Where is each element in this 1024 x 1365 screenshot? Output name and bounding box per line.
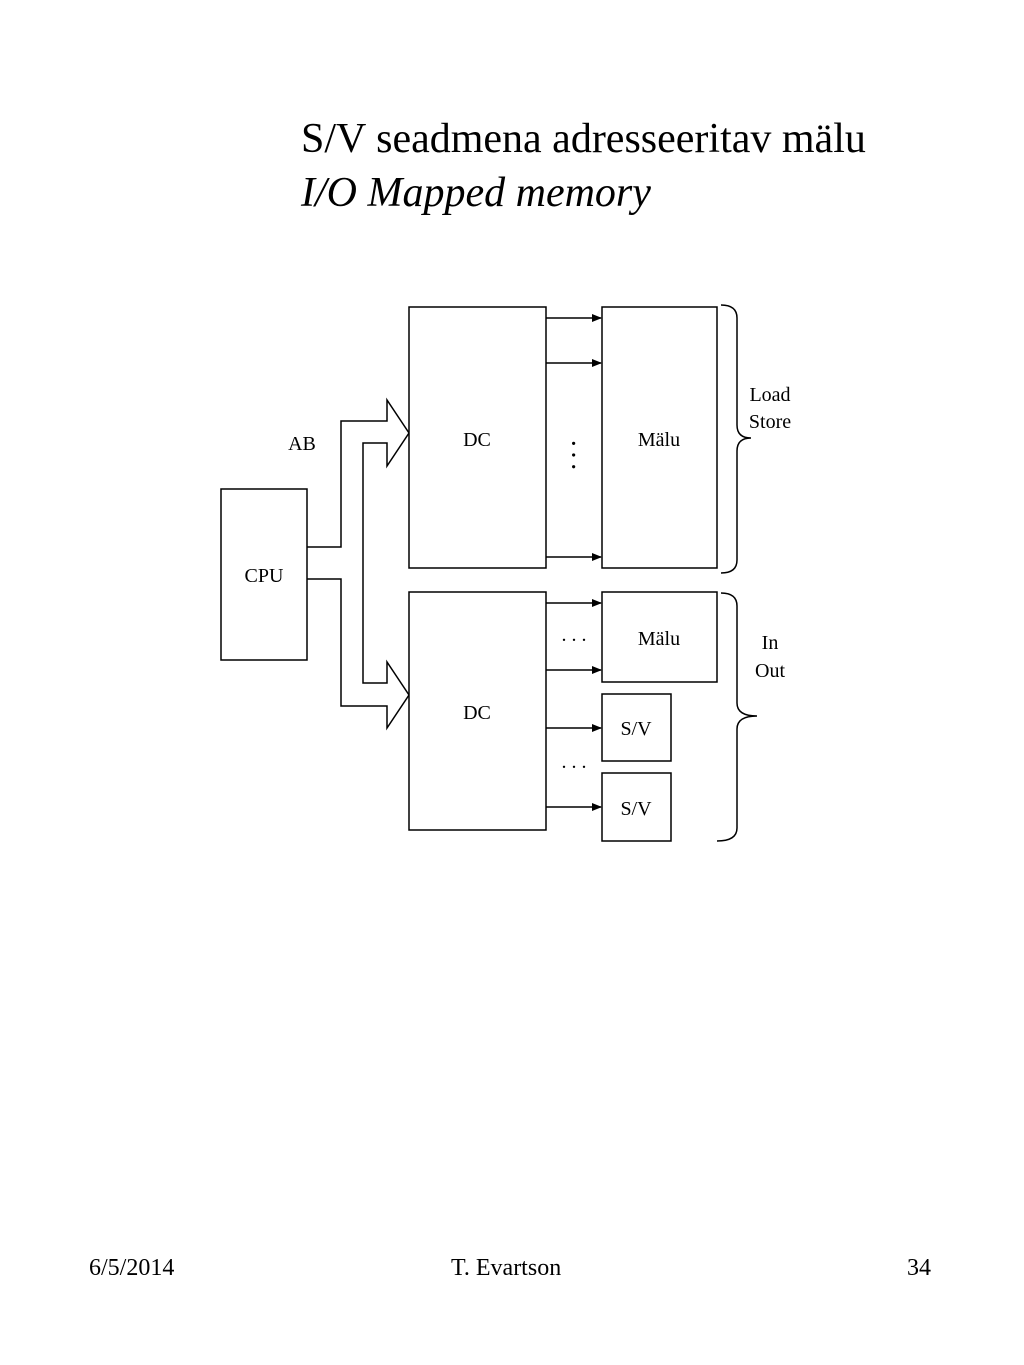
group-bottom-label-line1: In [762,632,779,654]
group-bottom-label-line2: Out [755,660,785,682]
address-bus-label: AB [288,433,316,455]
horizontal-ellipsis: . . . [562,751,587,773]
decoder-top-label: DC [463,429,491,451]
group-top-label-line1: Load [749,384,790,406]
memory-top [601,306,718,569]
memory-bottom [601,591,718,683]
slide-title: S/V seadmena adresseeritav mälu I/O Mapp… [301,112,866,220]
decoder-top [408,306,547,569]
title-estonian: S/V seadmena adresseeritav mälu [301,116,866,162]
footer-date: 6/5/2014 [89,1255,175,1281]
footer-page-number: 34 [907,1255,931,1281]
memory-top-label: Mälu [638,429,680,451]
horizontal-ellipsis: . . . [562,624,587,646]
io-device-2 [601,772,672,842]
cpu-block [220,488,308,661]
io-device-1 [601,693,672,762]
footer-author: T. Evartson [451,1255,562,1281]
decoder-bottom-label: DC [463,702,491,724]
title-english: I/O Mapped memory [301,170,651,216]
io-device-2-label: S/V [620,798,652,820]
cpu-label: CPU [245,565,284,587]
decoder-bottom [408,591,547,831]
brace-load-store [720,304,752,574]
brace-in-out [716,592,758,842]
memory-bottom-label: Mälu [638,628,680,650]
vertical-ellipsis: · · · [562,440,584,470]
io-device-1-label: S/V [620,718,652,740]
address-bus-arrow [307,397,410,731]
group-top-label-line2: Store [749,411,791,433]
